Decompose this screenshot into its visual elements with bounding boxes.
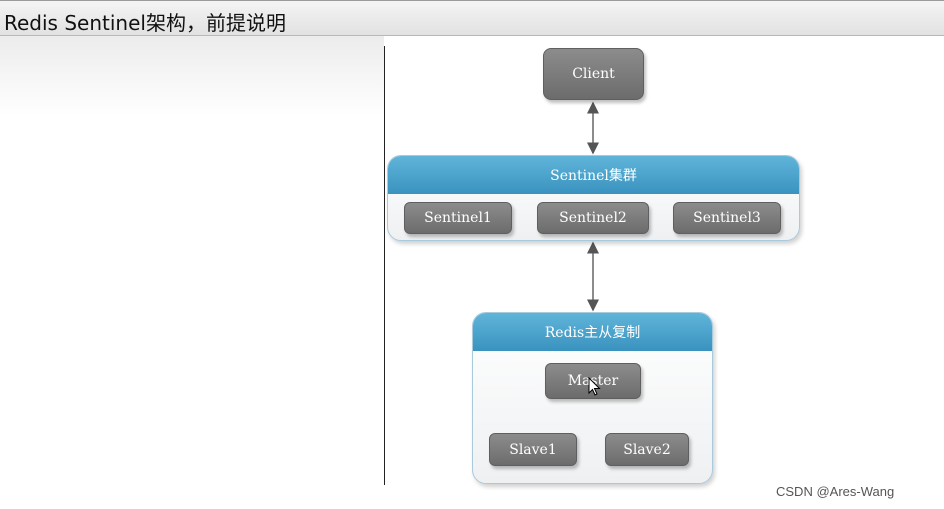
replication-title: Redis主从复制 [544, 325, 641, 341]
master-node: Master [545, 363, 641, 399]
left-panel-background [0, 36, 384, 116]
sentinel-cluster-header: Sentinel集群 [388, 156, 799, 194]
client-label: Client [572, 66, 615, 82]
sentinel3-node: Sentinel3 [673, 202, 781, 234]
slide-title-bar: Redis Sentinel架构，前提说明 [0, 0, 944, 36]
client-node: Client [543, 48, 644, 100]
master-label: Master [567, 373, 619, 389]
sentinel3-label: Sentinel3 [693, 210, 761, 226]
vertical-divider [384, 46, 385, 485]
sentinel1-node: Sentinel1 [404, 202, 512, 234]
sentinel1-label: Sentinel1 [424, 210, 492, 226]
sentinel-cluster-title: Sentinel集群 [550, 168, 637, 184]
slave2-node: Slave2 [605, 433, 689, 466]
slave1-label: Slave1 [509, 441, 557, 458]
sentinel2-label: Sentinel2 [559, 210, 627, 226]
mouse-cursor-icon [588, 377, 601, 396]
sentinel2-node: Sentinel2 [537, 202, 649, 234]
watermark: CSDN @Ares-Wang [776, 484, 895, 499]
slave2-label: Slave2 [623, 441, 671, 458]
slave1-node: Slave1 [489, 433, 577, 466]
replication-header: Redis主从复制 [473, 313, 712, 351]
sentinel-cluster-group: Sentinel集群 Sentinel1 Sentinel2 Sentinel3 [387, 155, 800, 241]
slide-title: Redis Sentinel架构，前提说明 [4, 11, 286, 35]
replication-group: Redis主从复制 Master Slave1 Slave2 [472, 312, 713, 484]
